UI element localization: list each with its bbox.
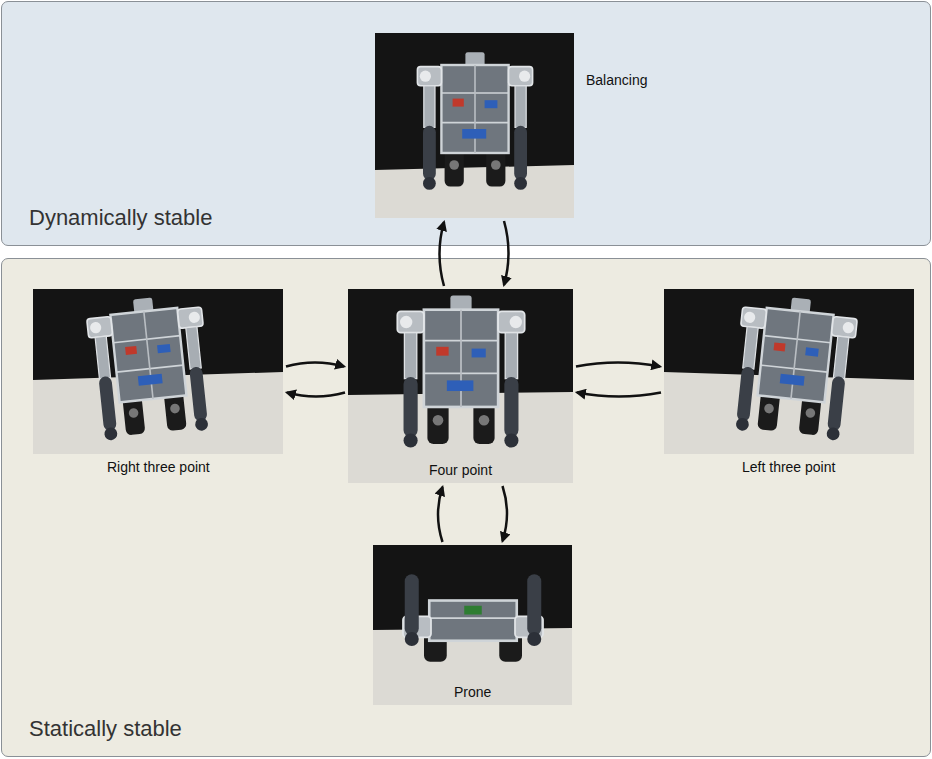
pose-label: Right three point xyxy=(107,459,210,475)
transition-arrow xyxy=(503,486,508,541)
pose-photo: Four point xyxy=(348,289,573,483)
pose-photo: Balancing xyxy=(375,33,574,218)
pose-photo: Left three point xyxy=(664,289,914,454)
transition-arrow xyxy=(576,363,660,367)
pose-photo: Right three point xyxy=(33,289,283,454)
pose-label: Four point xyxy=(429,462,492,478)
stability-band: Statically stableRight three pointFour p… xyxy=(1,258,931,757)
transition-arrow xyxy=(286,363,344,367)
transition-arrow xyxy=(440,222,445,286)
band-label: Dynamically stable xyxy=(29,205,212,231)
transition-arrow xyxy=(438,487,443,542)
transition-arrow xyxy=(287,393,345,397)
band-label: Statically stable xyxy=(29,716,182,742)
pose-photo: Prone xyxy=(373,545,572,705)
pose-label: Left three point xyxy=(742,459,835,475)
stability-band: Dynamically stable Balancing xyxy=(1,1,931,246)
pose-label: Prone xyxy=(454,684,491,700)
transition-arrow xyxy=(577,393,661,397)
transition-arrow xyxy=(504,221,509,285)
pose-label: Balancing xyxy=(586,72,648,88)
